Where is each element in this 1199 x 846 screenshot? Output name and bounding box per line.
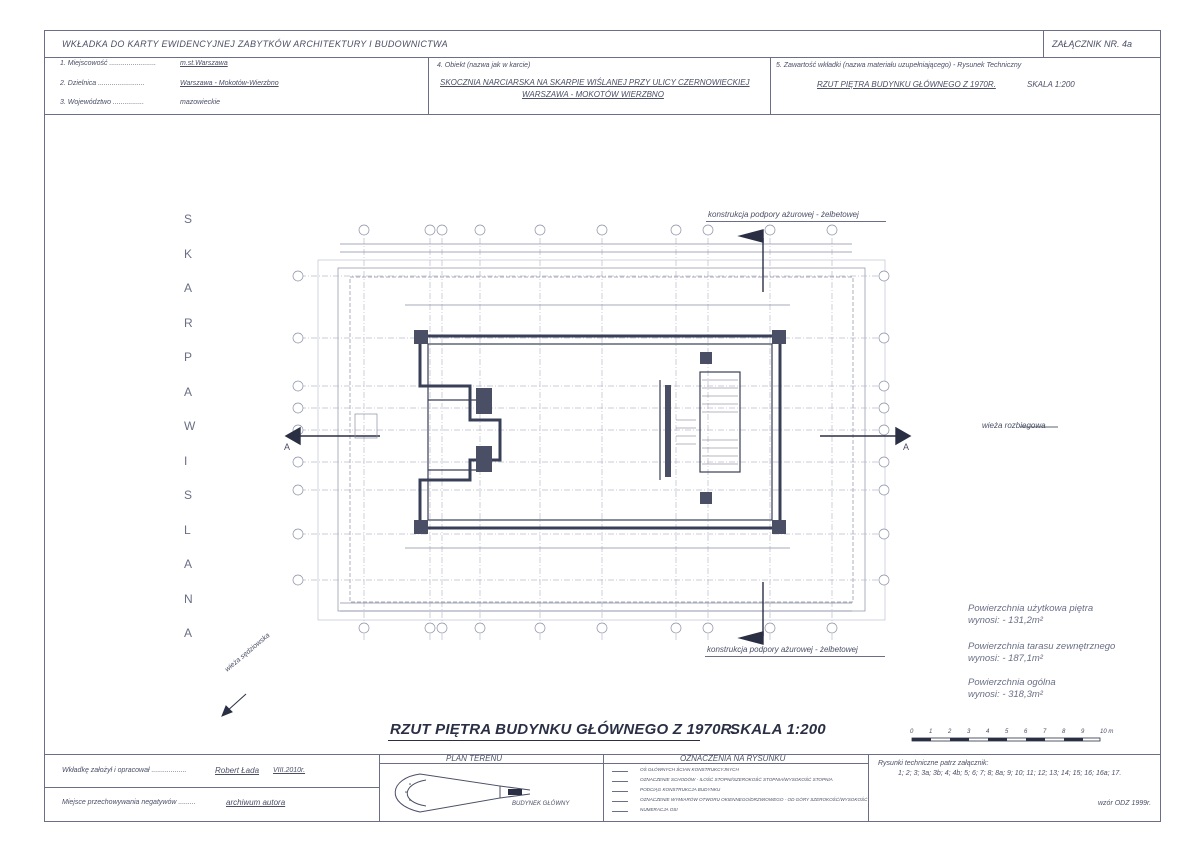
legend-item: OZNACZENIE WYMIARÓW OTWORU OKIENNEGO/DRZ… <box>640 797 868 802</box>
locality-label: 1. Miejscowość ........................ <box>60 60 157 67</box>
footer-header-line <box>379 763 868 764</box>
drawing-main-scale: SKALA 1:200 <box>730 721 826 738</box>
voivodeship-value: mazowieckie <box>180 99 221 106</box>
object-name-line2: WARSZAWA - MOKOTÓW WIERZBNO <box>522 90 664 99</box>
locality-value: m.st.Warszawa <box>180 60 228 67</box>
sheet-title: WKŁADKA DO KARTY EWIDENCYJNEJ ZABYTKÓW A… <box>62 39 448 49</box>
tech-drawings-label: Rysunki techniczne patrz załącznik: <box>878 760 989 767</box>
content-value: RZUT PIĘTRA BUDYNKU GŁÓWNEGO Z 1970R. <box>817 80 996 89</box>
annex-number: ZAŁĄCZNIK NR. 4a <box>1052 39 1133 49</box>
support-structure-top-label: konstrukcja podpory ażurowej - żelbetowe… <box>708 210 859 219</box>
prepared-by-value: Robert Łada <box>215 766 260 775</box>
content-label: 5. Zawartość wkładki (nazwa materiału uz… <box>776 62 1022 69</box>
legend-title: OZNACZENIA NA RYSUNKU <box>680 754 786 763</box>
drawing-main-title: RZUT PIĘTRA BUDYNKU GŁÓWNEGO Z 1970R. <box>390 721 737 738</box>
drawing-sheet <box>44 30 1161 822</box>
support-structure-bottom-label: konstrukcja podpory ażurowej - żelbetowe… <box>707 645 858 654</box>
district-label: 2. Dzielnica ........................ <box>60 80 145 87</box>
escarpment-letter: W <box>184 419 196 433</box>
legend-symbol <box>612 771 628 772</box>
legend-symbol <box>612 781 628 782</box>
section-mark-right: A <box>903 442 910 452</box>
object-label: 4. Obiekt (nazwa jak w karcie) <box>437 62 531 69</box>
legend-item: PODCIĄG KONSTRUKCJA BUDYNKU <box>640 787 721 792</box>
tech-drawings-list: 1; 2; 3; 3a; 3b; 4; 4b; 5; 6; 7; 8; 8a; … <box>898 770 1122 777</box>
object-name-line1: SKOCZNIA NARCIARSKA NA SKARPIE WIŚLANEJ … <box>440 78 750 87</box>
scale-tick-label: 6 <box>1024 729 1028 735</box>
total-area-value: wynosi: - 318,3m² <box>968 689 1043 700</box>
voivodeship-label: 3. Województwo ................ <box>60 99 145 106</box>
terrace-area-value: wynosi: - 187,1m² <box>968 653 1043 664</box>
section-mark-left: A <box>284 442 291 452</box>
negatives-label: Miejsce przechowywania negatywów .......… <box>62 799 196 806</box>
usable-area-label: Powierzchnia użytkowa piętra <box>968 603 1094 614</box>
escarpment-letter: I <box>184 453 188 468</box>
escarpment-letter: S <box>184 488 193 502</box>
legend-symbol <box>612 811 628 812</box>
annex-divider <box>1043 30 1044 57</box>
tech-divider <box>868 754 869 822</box>
scale-tick-label: 10 m <box>1100 729 1114 735</box>
total-area-label: Powierzchnia ogólna <box>968 677 1056 688</box>
header-bottom-line <box>44 114 1161 115</box>
prepared-date: VIII.2010r. <box>273 767 306 774</box>
site-plan-title: PLAN TERENU <box>446 754 503 763</box>
legend-item: OZNACZENIE SCHODÓW - ILOŚĆ STOPNI/SZEROK… <box>640 777 833 782</box>
scale-tick-label: 9 <box>1081 729 1085 735</box>
escarpment-letter: P <box>184 350 193 364</box>
support-bottom-leader <box>705 656 885 657</box>
escarpment-letter: R <box>184 315 193 330</box>
escarpment-letter: N <box>184 591 193 606</box>
footer-top-line <box>44 754 1161 755</box>
main-title-underline <box>388 740 700 741</box>
content-divider <box>770 57 771 114</box>
terrace-area-label: Powierzchnia tarasu zewnętrznego <box>968 641 1116 652</box>
scale-tick-label: 1 <box>929 729 933 735</box>
escarpment-letter: A <box>184 281 193 295</box>
content-scale: SKALA 1:200 <box>1027 80 1075 89</box>
legend-symbol <box>612 801 628 802</box>
escarpment-letter: A <box>184 557 193 571</box>
footer-mid-line <box>44 787 379 788</box>
site-plan-sketch <box>394 773 531 813</box>
scale-tick-label: 0 <box>910 729 914 735</box>
escarpment-letter: A <box>184 626 193 640</box>
escarpment-letter: L <box>184 522 191 537</box>
template-version: wzór ODZ 1999r. <box>1098 800 1152 807</box>
escarpment-letter: A <box>184 384 193 399</box>
scale-tick-label: 7 <box>1043 729 1047 735</box>
scale-tick-label: 2 <box>948 729 952 735</box>
district-value: Warszawa - Mokotów-Wierzbno <box>180 80 279 87</box>
site-plan-building-label: BUDYNEK GŁÓWNY <box>512 801 570 807</box>
legend-symbol <box>612 791 628 792</box>
object-divider <box>428 57 429 114</box>
escarpment-letter: K <box>184 246 193 261</box>
scale-tick-label: 3 <box>967 729 971 735</box>
header-divider <box>44 57 1161 58</box>
support-top-leader <box>706 221 886 222</box>
legend-item: OŚ GŁÓWNYCH ŚCIAN KONSTRUKCYJNYCH <box>640 767 739 772</box>
scale-tick-label: 5 <box>1005 729 1009 735</box>
escarpment-letter: S <box>184 212 193 226</box>
legend-item: NUMERACJA OSI <box>640 807 678 812</box>
scale-tick-label: 4 <box>986 729 990 735</box>
usable-area-value: wynosi: - 131,2m² <box>968 615 1043 626</box>
legend-divider <box>603 754 604 822</box>
plan-divider <box>379 754 380 822</box>
prepared-by-label: Wkładkę założył i opracował ............… <box>62 767 187 774</box>
negatives-value: archiwum autora <box>226 798 286 807</box>
scale-tick-label: 8 <box>1062 729 1066 735</box>
run-tower-label: wieża rozbiegowa <box>982 421 1046 430</box>
